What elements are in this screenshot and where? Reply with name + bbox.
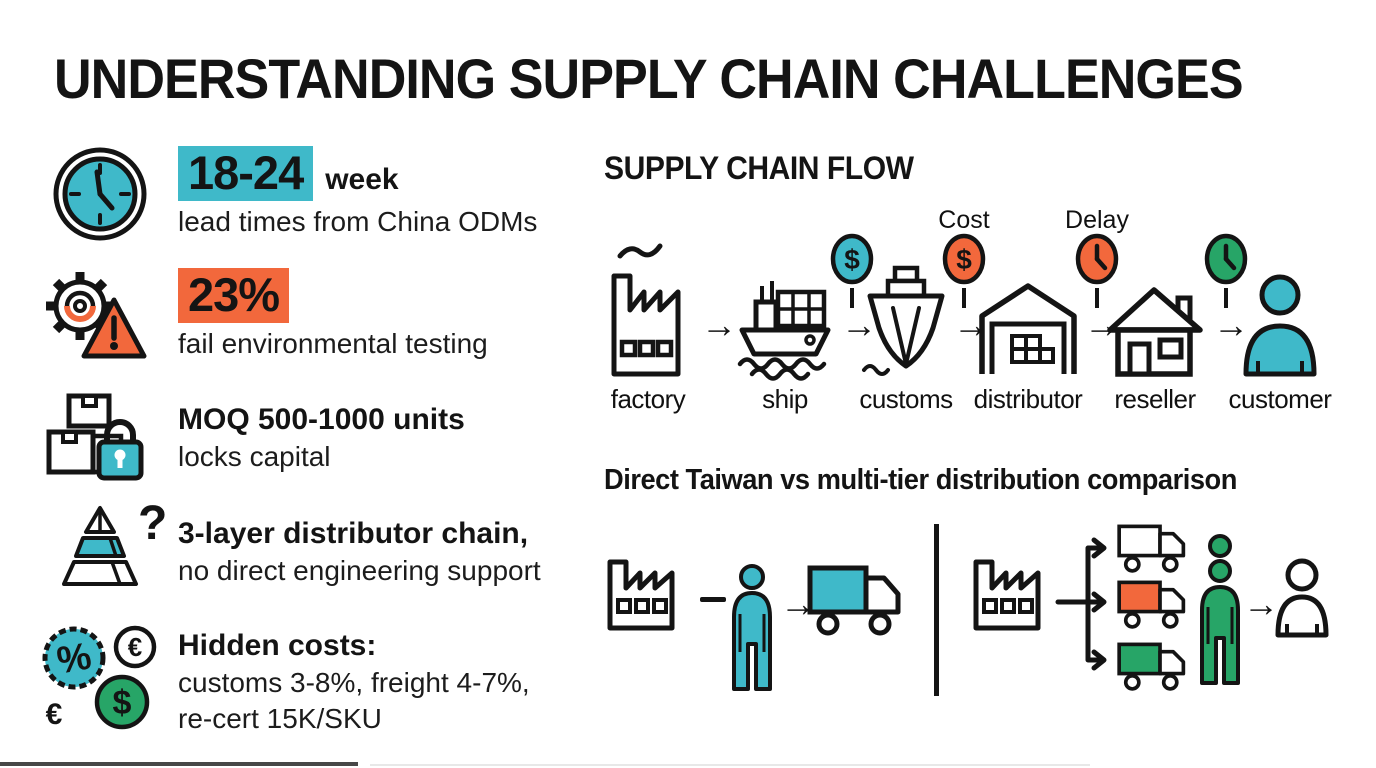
gear-warning-icon xyxy=(46,272,147,359)
stat-highlight-value: 23% xyxy=(178,268,290,323)
euro-symbol: € xyxy=(46,698,63,731)
svg-text:$: $ xyxy=(844,244,860,275)
truck-icon xyxy=(1117,580,1186,629)
arrow-right-icon: → xyxy=(841,304,877,345)
badge-label-cost: Cost xyxy=(938,206,990,234)
factory-icon xyxy=(611,243,681,377)
cropped-text-artifact xyxy=(0,762,358,766)
dollar-badge-icon: $ xyxy=(830,233,874,285)
arrow-right-icon: → xyxy=(953,304,989,345)
ship-icon xyxy=(737,281,831,381)
multi-tier-people-icon xyxy=(1200,534,1240,685)
flow-heading: SUPPLY CHAIN FLOW xyxy=(604,150,914,186)
stat-description: lead times from China ODMs xyxy=(178,205,538,237)
flow-stage-label-customer: customer xyxy=(1228,384,1332,414)
question-mark-icon: ? xyxy=(138,497,168,550)
customer-person-icon xyxy=(1243,274,1317,377)
comparison-divider xyxy=(934,524,939,696)
svg-text:$: $ xyxy=(956,244,972,275)
stat-value-suffix: week xyxy=(325,163,399,196)
badge-label-delay: Delay xyxy=(1065,206,1129,234)
comparison-heading: Direct Taiwan vs multi-tier distribution… xyxy=(604,464,1237,496)
customs-ship-icon xyxy=(862,265,945,376)
dollar-symbol: $ xyxy=(113,684,132,722)
truck-icon xyxy=(1117,642,1186,691)
end-customer-icon xyxy=(1275,558,1329,638)
stat-distributor-chain: 3-layer distributor chain, no direct eng… xyxy=(178,514,541,589)
clock-icon xyxy=(53,147,147,241)
stat-description-2: re-cert 15K/SKU xyxy=(178,702,382,734)
arrow-right-icon: → xyxy=(701,304,737,345)
hidden-costs-icon: % € $ € xyxy=(42,625,157,731)
factory-icon xyxy=(607,559,675,631)
cropped-text-artifact xyxy=(370,764,1090,766)
stat-moq: MOQ 500-1000 units locks capital xyxy=(178,400,465,475)
stat-description: customs 3-8%, freight 4-7%, xyxy=(178,667,530,698)
badge-connector xyxy=(850,288,854,308)
pyramid-question-icon xyxy=(62,506,138,586)
truck-icon xyxy=(1117,524,1186,573)
factory-icon xyxy=(973,559,1041,631)
warehouse-icon xyxy=(979,283,1077,374)
flow-stage-label-ship: ship xyxy=(762,384,808,414)
badge-connector xyxy=(1224,288,1228,308)
stat-hidden-costs: Hidden costs: customs 3-8%, freight 4-7%… xyxy=(178,626,530,737)
arrow-right-icon: → xyxy=(1213,304,1249,345)
badge-connector xyxy=(962,288,966,308)
page-title: UNDERSTANDING SUPPLY CHAIN CHALLENGES xyxy=(54,47,1244,110)
clock-badge-icon xyxy=(1204,233,1248,285)
percent-symbol: % xyxy=(54,635,95,682)
stat-description: locks capital xyxy=(178,441,331,472)
flow-stage-label-factory: factory xyxy=(610,384,686,414)
stat-description: no direct engineering support xyxy=(178,555,541,586)
flow-stage-label-customs: customs xyxy=(859,384,953,414)
house-icon xyxy=(1107,287,1203,377)
branch-connector xyxy=(1055,537,1107,671)
arrow-right-icon: → xyxy=(1243,583,1279,624)
euro-symbol: € xyxy=(128,632,142,662)
boxes-lock-icon xyxy=(46,393,144,481)
flow-stage-label-distributor: distributor xyxy=(973,384,1083,414)
stat-environmental-testing: 23% fail environmental testing xyxy=(178,268,488,361)
stat-title: MOQ 500-1000 units xyxy=(178,403,465,436)
flow-stage-label-reseller: reseller xyxy=(1114,384,1196,414)
stat-title: Hidden costs: xyxy=(178,629,377,662)
stat-lead-times: 18-24 week lead times from China ODMs xyxy=(178,146,537,239)
clock-badge-icon xyxy=(1075,233,1119,285)
stat-highlight-value: 18-24 xyxy=(178,146,314,201)
stat-title: 3-layer distributor chain, xyxy=(178,517,529,550)
badge-connector xyxy=(1095,288,1099,308)
stat-description: fail environmental testing xyxy=(178,327,488,359)
truck-icon xyxy=(807,565,901,636)
arrow-right-icon: → xyxy=(1084,304,1120,345)
direct-person-icon xyxy=(732,564,772,691)
dollar-badge-icon: $ xyxy=(942,233,986,285)
link-dash xyxy=(700,597,726,602)
